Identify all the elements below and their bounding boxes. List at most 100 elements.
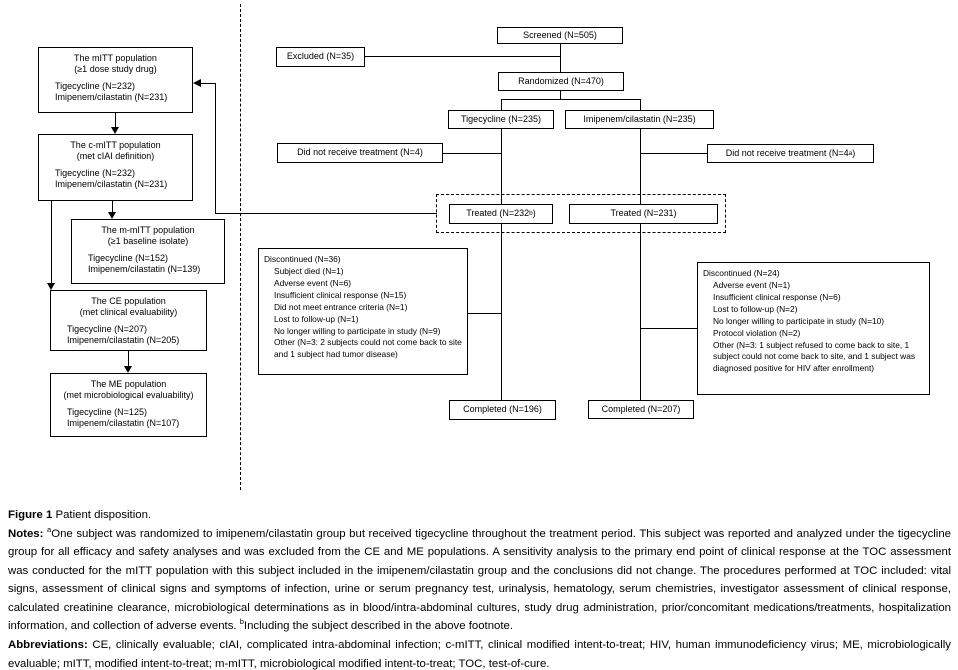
ce-population-box: The CE population (met clinical evaluabi…: [50, 290, 207, 351]
arrow-down-icon: [124, 366, 132, 373]
m-mitt-population-box: The m-mITT population (≥1 baseline isola…: [71, 219, 225, 284]
connector: [640, 224, 641, 400]
imipenem-count: Imipenem/cilastatin (N=231): [55, 178, 168, 189]
discontinued-reason: No longer willing to participate in stud…: [274, 325, 441, 336]
treated-right-box: Treated (N=231): [569, 204, 718, 224]
screened-box: Screened (N=505): [497, 27, 623, 44]
discontinued-reason: Insufficient clinical response (N=15): [274, 289, 407, 300]
imipenem-arm-box: Imipenem/cilastatin (N=235): [565, 110, 714, 129]
abbreviations-text: CE, clinically evaluable; cIAI, complica…: [8, 639, 951, 670]
discontinued-reason: Did not meet entrance criteria (N=1): [274, 301, 408, 312]
connector: [641, 328, 697, 329]
box-title: The c-mITT population: [70, 140, 161, 150]
connector: [640, 129, 641, 204]
arrow-down-icon: [47, 283, 55, 290]
figure-title: Patient disposition.: [52, 509, 152, 521]
discontinued-reason: Insufficient clinical response (N=6): [713, 291, 841, 302]
imipenem-arm-label: Imipenem/cilastatin (N=235): [583, 113, 696, 124]
figure-notes: Notes: aOne subject was randomized to im…: [8, 525, 951, 636]
tigecycline-count: Tigecycline (N=232): [55, 80, 135, 91]
footnote-marker: b: [239, 617, 244, 627]
dashed-divider-line: [240, 4, 241, 490]
did-not-receive-treatment-label: Did not receive treatment (N=4: [725, 147, 849, 158]
notes-label: Notes:: [8, 527, 48, 540]
connector: [128, 351, 129, 366]
randomized-box: Randomized (N=470): [498, 72, 624, 91]
discontinued-reason: Adverse event (N=1): [713, 279, 791, 290]
connector: [560, 91, 561, 99]
figure-title-line: Figure 1 Patient disposition.: [8, 506, 951, 525]
connector: [365, 56, 560, 57]
discontinued-reason: Adverse event (N=6): [274, 277, 352, 288]
did-not-receive-treatment-left-box: Did not receive treatment (N=4): [277, 143, 443, 163]
notes-text: One subject was randomized to imipenem/c…: [8, 527, 951, 633]
notes-text: Including the subject described in the a…: [243, 620, 514, 633]
connector: [501, 224, 502, 400]
treated-label: Treated (N=232: [466, 208, 530, 219]
discontinued-right-box: Discontinued (N=24) Adverse event (N=1) …: [697, 262, 930, 395]
connector: [468, 313, 501, 314]
box-subtitle: (met cIAI definition): [76, 151, 155, 162]
arrow-left-icon: [193, 79, 201, 87]
closing-paren: ): [852, 147, 856, 158]
arrow-down-icon: [111, 127, 119, 134]
footnote-marker: a: [47, 524, 52, 534]
discontinued-reason: Lost to follow-up (N=1): [274, 313, 359, 324]
connector: [112, 201, 113, 212]
tigecycline-arm-label: Tigecycline (N=235): [461, 113, 541, 124]
box-title: The CE population: [91, 296, 166, 306]
completed-left-box: Completed (N=196): [449, 400, 556, 420]
excluded-label: Excluded (N=35): [286, 51, 355, 62]
connector: [215, 213, 437, 214]
imipenem-count: Imipenem/cilastatin (N=205): [67, 334, 180, 345]
imipenem-count: Imipenem/cilastatin (N=107): [67, 417, 180, 428]
screened-label: Screened (N=505): [523, 29, 597, 40]
figure-number: Figure 1: [8, 509, 53, 521]
box-subtitle: (≥1 dose study drug): [74, 64, 157, 75]
box-title: The mITT population: [74, 53, 157, 63]
box-subtitle: (≥1 baseline isolate): [107, 236, 189, 247]
connector: [115, 113, 116, 127]
c-mitt-population-box: The c-mITT population (met cIAI definiti…: [38, 134, 193, 201]
mitt-population-box: The mITT population (≥1 dose study drug)…: [38, 47, 193, 113]
completed-right-box: Completed (N=207): [588, 400, 694, 419]
discontinued-reason: No longer willing to participate in stud…: [713, 315, 885, 326]
imipenem-count: Imipenem/cilastatin (N=139): [88, 263, 201, 274]
tigecycline-arm-box: Tigecycline (N=235): [448, 110, 554, 129]
discontinued-reason: Lost to follow-up (N=2): [713, 303, 798, 314]
connector: [201, 83, 215, 84]
connector: [51, 201, 52, 283]
connector: [501, 99, 502, 110]
completed-label: Completed (N=207): [601, 403, 681, 414]
did-not-receive-treatment-label: Did not receive treatment (N=4): [297, 147, 423, 158]
box-subtitle: (met microbiological evaluability): [63, 390, 194, 401]
discontinued-title: Discontinued (N=24): [703, 268, 780, 278]
treated-group-dashed-outline: [436, 194, 726, 233]
me-population-box: The ME population (met microbiological e…: [50, 373, 207, 437]
discontinued-reason: Protocol violation (N=2): [713, 327, 801, 338]
abbreviations-label: Abbreviations:: [8, 639, 93, 652]
discontinued-reason: Other (N=3: 2 subjects could not come ba…: [274, 337, 462, 360]
connector: [641, 153, 707, 154]
tigecycline-count: Tigecycline (N=207): [67, 323, 147, 334]
figure-caption: Figure 1 Patient disposition. Notes: aOn…: [8, 506, 951, 670]
discontinued-reason: Subject died (N=1): [274, 265, 344, 276]
randomized-label: Randomized (N=470): [518, 75, 604, 86]
discontinued-left-box: Discontinued (N=36) Subject died (N=1) A…: [258, 248, 468, 375]
box-title: The ME population: [90, 379, 167, 389]
connector: [560, 44, 561, 72]
connector: [640, 99, 641, 110]
excluded-box: Excluded (N=35): [276, 47, 365, 67]
closing-paren: ): [532, 208, 536, 219]
box-subtitle: (met clinical evaluability): [79, 307, 178, 318]
connector: [443, 153, 501, 154]
connector: [215, 83, 216, 214]
connector: [501, 99, 641, 100]
figure-abbreviations: Abbreviations: CE, clinically evaluable;…: [8, 636, 951, 670]
discontinued-title: Discontinued (N=36): [264, 254, 341, 264]
connector: [501, 129, 502, 204]
imipenem-count: Imipenem/cilastatin (N=231): [55, 91, 168, 102]
